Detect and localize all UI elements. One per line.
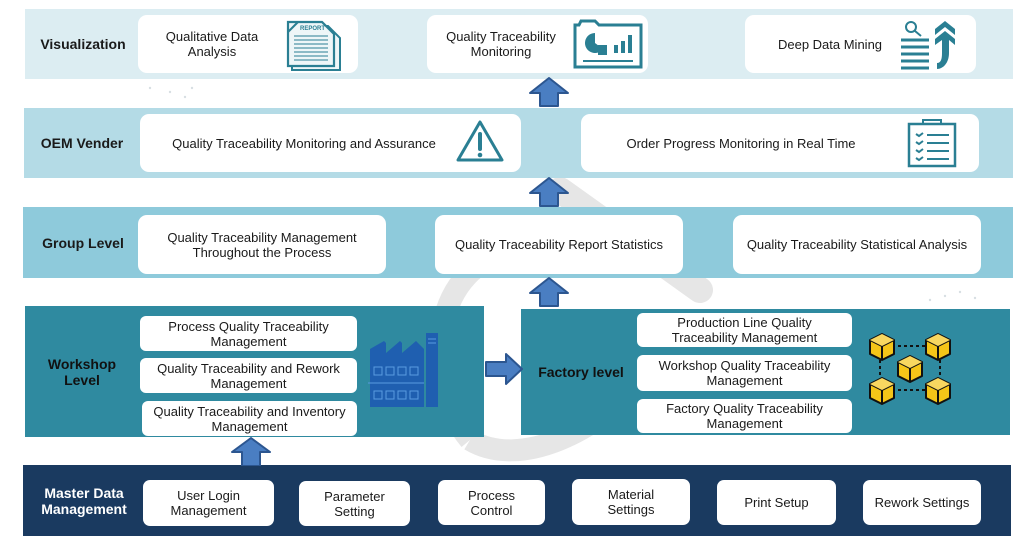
factory-icon bbox=[368, 333, 438, 407]
card-label: User Login Management bbox=[170, 488, 247, 518]
card-label: Process Control bbox=[468, 487, 515, 518]
card-label: Order Progress Monitoring in Real Time bbox=[626, 135, 856, 151]
card-factory-traceability[interactable]: Factory Quality Traceability Management bbox=[637, 399, 852, 433]
card-process-control[interactable]: Process Control bbox=[438, 480, 545, 525]
card-label: Parameter Setting bbox=[324, 488, 385, 519]
card-label: Quality Traceability Monitoring bbox=[446, 29, 556, 59]
clipboard-checklist-icon bbox=[907, 119, 957, 168]
layer-label: Visualization bbox=[40, 36, 126, 52]
card-process-quality-traceability[interactable]: Process Quality Traceability Management bbox=[140, 316, 357, 351]
card-management-throughout-process[interactable]: Quality Traceability Management Througho… bbox=[138, 215, 386, 274]
card-report-statistics[interactable]: Quality Traceability Report Statistics bbox=[435, 215, 683, 274]
svg-text:REPORT: REPORT bbox=[300, 26, 325, 32]
layer-label: OEM Vender bbox=[40, 135, 124, 151]
card-label: Workshop Quality Traceability Management bbox=[658, 358, 831, 388]
layer-label: Group Level bbox=[42, 234, 124, 251]
blockchain-cubes-icon bbox=[869, 333, 951, 405]
card-rework-settings[interactable]: Rework Settings bbox=[863, 480, 981, 525]
arrow-up-to-workshop bbox=[231, 437, 271, 466]
card-label: Factory Quality Traceability Management bbox=[666, 401, 823, 431]
card-quality-traceability-monitoring[interactable]: Quality Traceability Monitoring bbox=[427, 15, 648, 73]
card-label: Quality Traceability Statistical Analysi… bbox=[746, 237, 968, 252]
card-label: Qualitative Data Analysis bbox=[165, 29, 259, 59]
card-label: Process Quality Traceability Management bbox=[168, 318, 329, 349]
card-label: Quality Traceability and Rework Manageme… bbox=[157, 360, 340, 391]
card-material-settings[interactable]: Material Settings bbox=[572, 479, 690, 525]
network-dots-decoration bbox=[148, 86, 977, 302]
card-user-login-management[interactable]: User Login Management bbox=[143, 480, 274, 526]
card-production-line-traceability[interactable]: Production Line Quality Traceability Man… bbox=[637, 313, 852, 347]
card-label: Print Setup bbox=[744, 495, 809, 510]
layer-label: Master Data Management bbox=[41, 484, 127, 517]
card-label: Production Line Quality Traceability Man… bbox=[671, 315, 818, 345]
card-label: Quality Traceability Report Statistics bbox=[454, 237, 664, 252]
report-document-icon: REPORT bbox=[286, 20, 341, 71]
arrow-up-to-oem bbox=[529, 177, 569, 207]
card-label: Quality Traceability Monitoring and Assu… bbox=[172, 135, 436, 151]
dashboard-chart-icon bbox=[573, 19, 643, 69]
card-label: Quality Traceability and Inventory Manag… bbox=[153, 403, 346, 434]
card-qualitative-data-analysis[interactable]: Qualitative Data Analysis REPORT bbox=[138, 15, 358, 73]
card-label: Deep Data Mining bbox=[777, 36, 883, 52]
card-print-setup[interactable]: Print Setup bbox=[717, 480, 836, 525]
layer-label: Workshop Level bbox=[47, 355, 117, 388]
card-traceability-inventory[interactable]: Quality Traceability and Inventory Manag… bbox=[142, 401, 357, 436]
card-label: Rework Settings bbox=[874, 495, 970, 510]
card-label: Material Settings bbox=[607, 487, 655, 517]
card-quality-traceability-monitoring-assurance[interactable]: Quality Traceability Monitoring and Assu… bbox=[140, 114, 521, 172]
card-parameter-setting[interactable]: Parameter Setting bbox=[299, 481, 410, 526]
card-statistical-analysis[interactable]: Quality Traceability Statistical Analysi… bbox=[733, 215, 981, 274]
card-workshop-traceability[interactable]: Workshop Quality Traceability Management bbox=[637, 355, 852, 391]
card-order-progress-monitoring[interactable]: Order Progress Monitoring in Real Time bbox=[581, 114, 979, 172]
layer-label: Factory level bbox=[538, 364, 624, 380]
arrow-up-to-visualization bbox=[529, 77, 569, 107]
warning-triangle-icon bbox=[456, 120, 504, 162]
data-mining-search-arrow-icon bbox=[901, 21, 955, 70]
card-traceability-rework[interactable]: Quality Traceability and Rework Manageme… bbox=[140, 358, 357, 393]
card-label: Quality Traceability Management Througho… bbox=[167, 229, 357, 260]
arrow-right-to-factory bbox=[485, 353, 523, 385]
arrow-up-to-group bbox=[529, 277, 569, 307]
card-deep-data-mining[interactable]: Deep Data Mining bbox=[745, 15, 976, 73]
